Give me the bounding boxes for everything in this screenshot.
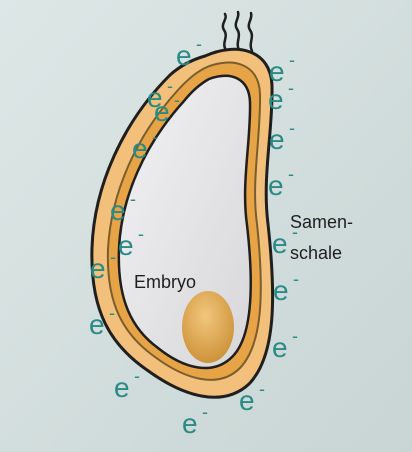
seed-coat-label-line2: schale <box>290 243 342 263</box>
electron-label: e <box>268 170 284 201</box>
electron-label: e <box>272 228 288 259</box>
electron-charge: - <box>110 247 116 267</box>
seed-coat-label-line1: Samen- <box>290 212 353 232</box>
electron-charge: - <box>202 402 208 422</box>
electron-charge: - <box>167 76 173 96</box>
electron-label: e <box>114 372 130 403</box>
electron-label: e <box>239 385 255 416</box>
embryo-shape <box>182 291 234 363</box>
electron-label: e <box>268 84 284 115</box>
electron-label: e <box>90 253 106 284</box>
electron-charge: - <box>152 127 158 147</box>
electron-label: e <box>272 332 288 363</box>
electron-label: e <box>118 230 134 261</box>
electron-charge: - <box>138 224 144 244</box>
electron-label: e <box>269 56 285 87</box>
electron-charge: - <box>292 326 298 346</box>
electron-charge: - <box>289 118 295 138</box>
electron-charge: - <box>288 164 294 184</box>
electron-label: e <box>182 408 198 439</box>
electron-label: e <box>110 195 126 226</box>
electron-charge: - <box>130 189 136 209</box>
electron-label: e <box>269 124 285 155</box>
electron-label: e <box>176 40 192 71</box>
electron-charge: - <box>288 78 294 98</box>
electron-charge: - <box>292 222 298 242</box>
electron-charge: - <box>293 269 299 289</box>
electron-charge: - <box>109 303 115 323</box>
electron-label: e <box>89 309 105 340</box>
electron-charge: - <box>134 366 140 386</box>
electron-charge: - <box>289 50 295 70</box>
embryo-label: Embryo <box>134 272 196 292</box>
electron-label: e <box>154 96 170 127</box>
electron-label: e <box>132 133 148 164</box>
electron-charge: - <box>259 379 265 399</box>
electron-charge: - <box>174 90 180 110</box>
electron-label: e <box>273 275 289 306</box>
electron-charge: - <box>196 34 202 54</box>
